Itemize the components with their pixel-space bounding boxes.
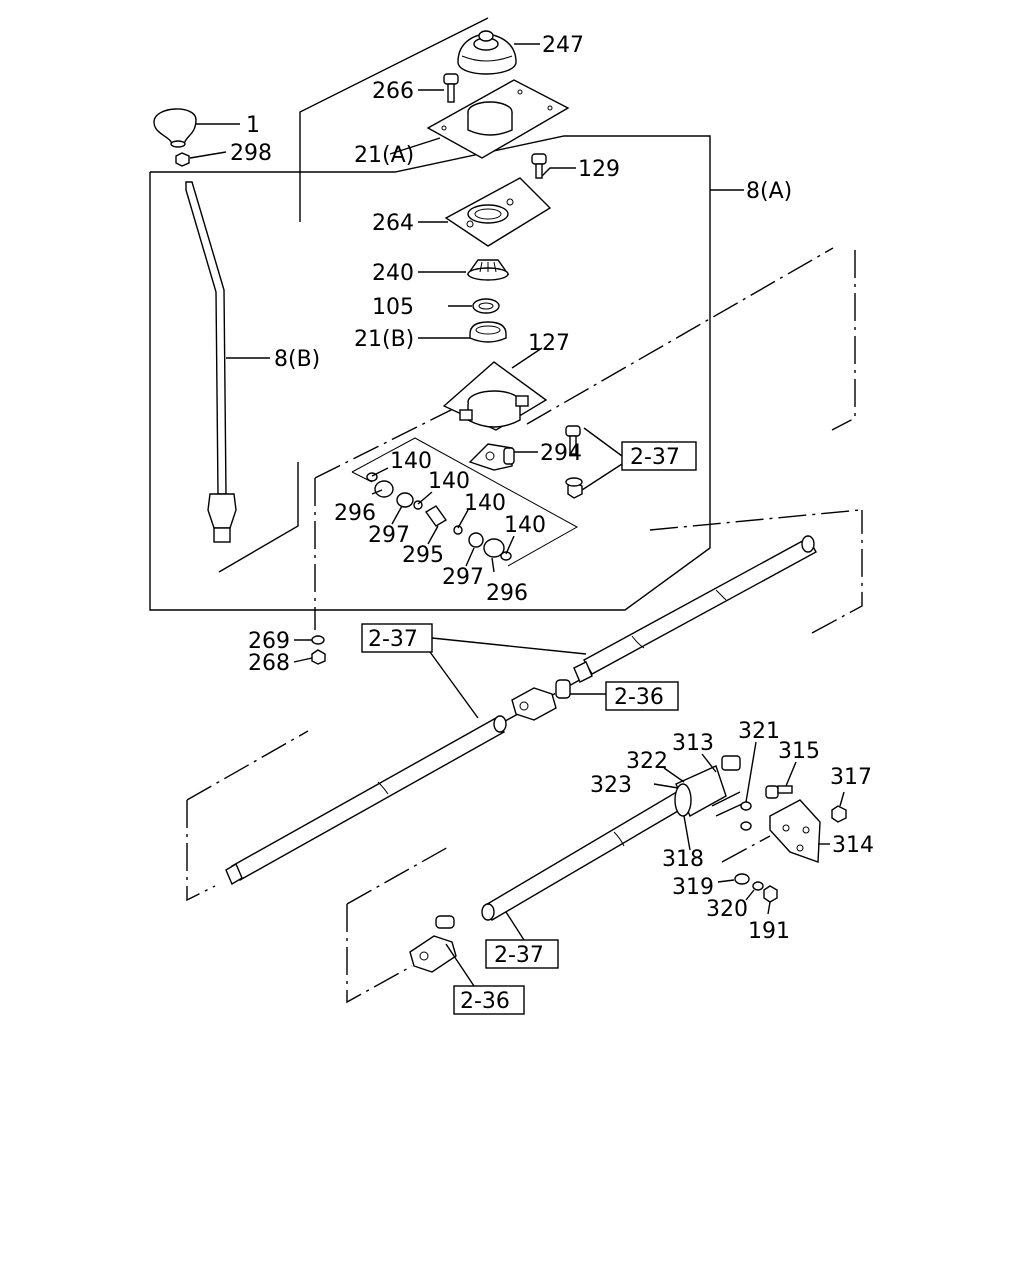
- part-nut-191: [763, 885, 778, 903]
- part-washer-321: [740, 801, 752, 831]
- reference-2-37-a: 2-37: [368, 627, 418, 652]
- callout-294: 294: [540, 441, 582, 466]
- callout-140b: 140: [428, 469, 470, 494]
- part-nut-317: [831, 805, 847, 823]
- part-shaft-lower: [481, 789, 692, 921]
- callout-319: 319: [672, 875, 714, 900]
- callout-297b: 297: [442, 565, 484, 590]
- part-yoke-294: [468, 443, 515, 471]
- part-knob-1: [153, 108, 197, 148]
- part-boot-247: [457, 30, 517, 75]
- part-washer-320: [752, 881, 764, 891]
- callout-314: 314: [832, 833, 874, 858]
- callout-labels: 247 266 1 298 21(A) 129 8(A) 264 240 105…: [230, 33, 874, 1014]
- callout-268: 268: [248, 651, 290, 676]
- callout-269: 269: [248, 629, 290, 654]
- callout-298: 298: [230, 141, 272, 166]
- callout-140d: 140: [504, 513, 546, 538]
- reference-boxes: [361, 441, 697, 1015]
- callout-105: 105: [372, 295, 414, 320]
- reference-2-37-b: 2-37: [630, 445, 680, 470]
- callout-313: 313: [672, 731, 714, 756]
- callout-127: 127: [528, 331, 570, 356]
- part-studs-318: [711, 791, 743, 817]
- callout-318: 318: [662, 847, 704, 872]
- callout-8b: 8(B): [274, 347, 320, 372]
- callout-240: 240: [372, 261, 414, 286]
- part-washer-269: [311, 635, 325, 645]
- part-lever-8b: [185, 181, 237, 543]
- part-bolt-266: [443, 73, 459, 103]
- reference-2-37-c: 2-37: [494, 943, 544, 968]
- part-bearing-313: [674, 755, 741, 817]
- callout-320: 320: [706, 897, 748, 922]
- callout-140a: 140: [390, 449, 432, 474]
- leader-lines: [189, 43, 845, 987]
- callout-296b: 296: [486, 581, 528, 606]
- part-shaft-upper: [573, 535, 817, 683]
- callout-8a: 8(A): [746, 179, 792, 204]
- assembly-outlines: [149, 17, 863, 1004]
- callout-322: 322: [626, 749, 668, 774]
- callout-21a: 21(A): [354, 143, 414, 168]
- callout-297a: 297: [368, 523, 410, 548]
- callout-321: 321: [738, 719, 780, 744]
- part-bracket-314: [769, 799, 821, 863]
- reference-2-36-b: 2-36: [460, 989, 510, 1014]
- part-ujoint-upper: [511, 679, 571, 721]
- callout-323: 323: [590, 773, 632, 798]
- part-plate-264: [444, 177, 552, 247]
- part-shaft-middle: [225, 715, 507, 886]
- callout-295: 295: [402, 543, 444, 568]
- part-bushings: [366, 472, 512, 561]
- part-nut-268: [311, 649, 326, 665]
- callout-296a: 296: [334, 501, 376, 526]
- part-plate-21a: [426, 79, 570, 159]
- callout-21b: 21(B): [354, 327, 414, 352]
- callout-264: 264: [372, 211, 414, 236]
- callout-247: 247: [542, 33, 584, 58]
- callout-140c: 140: [464, 491, 506, 516]
- part-bolt-129: [531, 153, 547, 179]
- part-washer-105: [472, 298, 500, 314]
- callout-317: 317: [830, 765, 872, 790]
- part-ring-21b: [469, 321, 507, 343]
- callout-1: 1: [246, 113, 260, 138]
- part-bolt-294-screw: [565, 425, 581, 455]
- callout-129: 129: [578, 157, 620, 182]
- callout-266: 266: [372, 79, 414, 104]
- part-nut-right: [565, 477, 583, 499]
- part-ujoint-lower: [409, 915, 457, 973]
- part-housing-127: [442, 361, 548, 431]
- callout-191: 191: [748, 919, 790, 944]
- part-seat-240: [466, 259, 510, 281]
- callout-315: 315: [778, 739, 820, 764]
- part-nut-298: [175, 152, 190, 167]
- reference-2-36-a: 2-36: [614, 685, 664, 710]
- part-washer-319: [734, 873, 750, 885]
- part-bolt-315: [765, 785, 793, 799]
